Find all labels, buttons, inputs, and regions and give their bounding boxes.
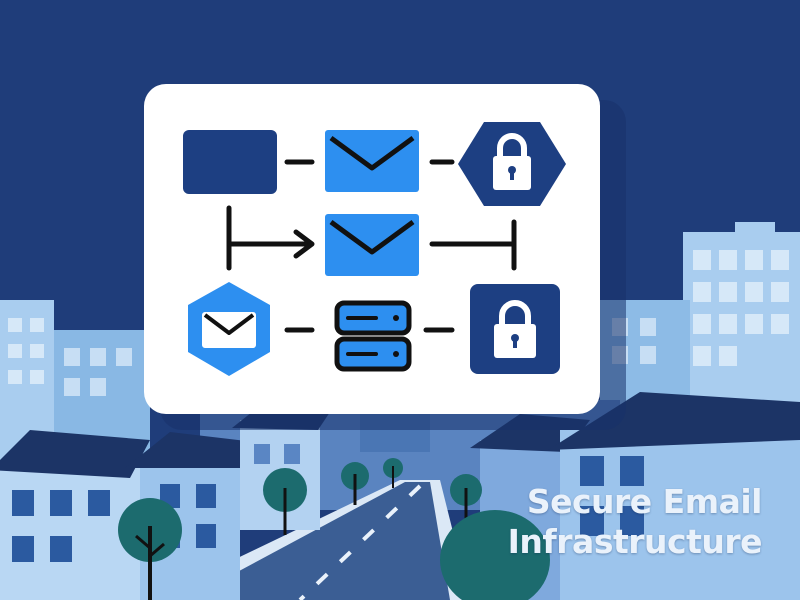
arrow-icon	[226, 205, 315, 271]
lock-icon	[458, 122, 566, 206]
caption-title: Secure Email Infrastructure	[462, 482, 763, 562]
lock-icon	[470, 284, 560, 374]
server-icon	[334, 300, 412, 372]
envelope-icon	[325, 214, 419, 276]
caption-line-2: Infrastructure	[507, 522, 763, 561]
connector-line	[429, 219, 517, 271]
folder-icon	[183, 130, 277, 194]
envelope-icon	[188, 282, 270, 376]
trees	[118, 458, 550, 600]
envelope-icon	[325, 130, 419, 192]
caption-line-1: Secure Email	[526, 482, 763, 521]
buildings-left	[0, 300, 150, 500]
